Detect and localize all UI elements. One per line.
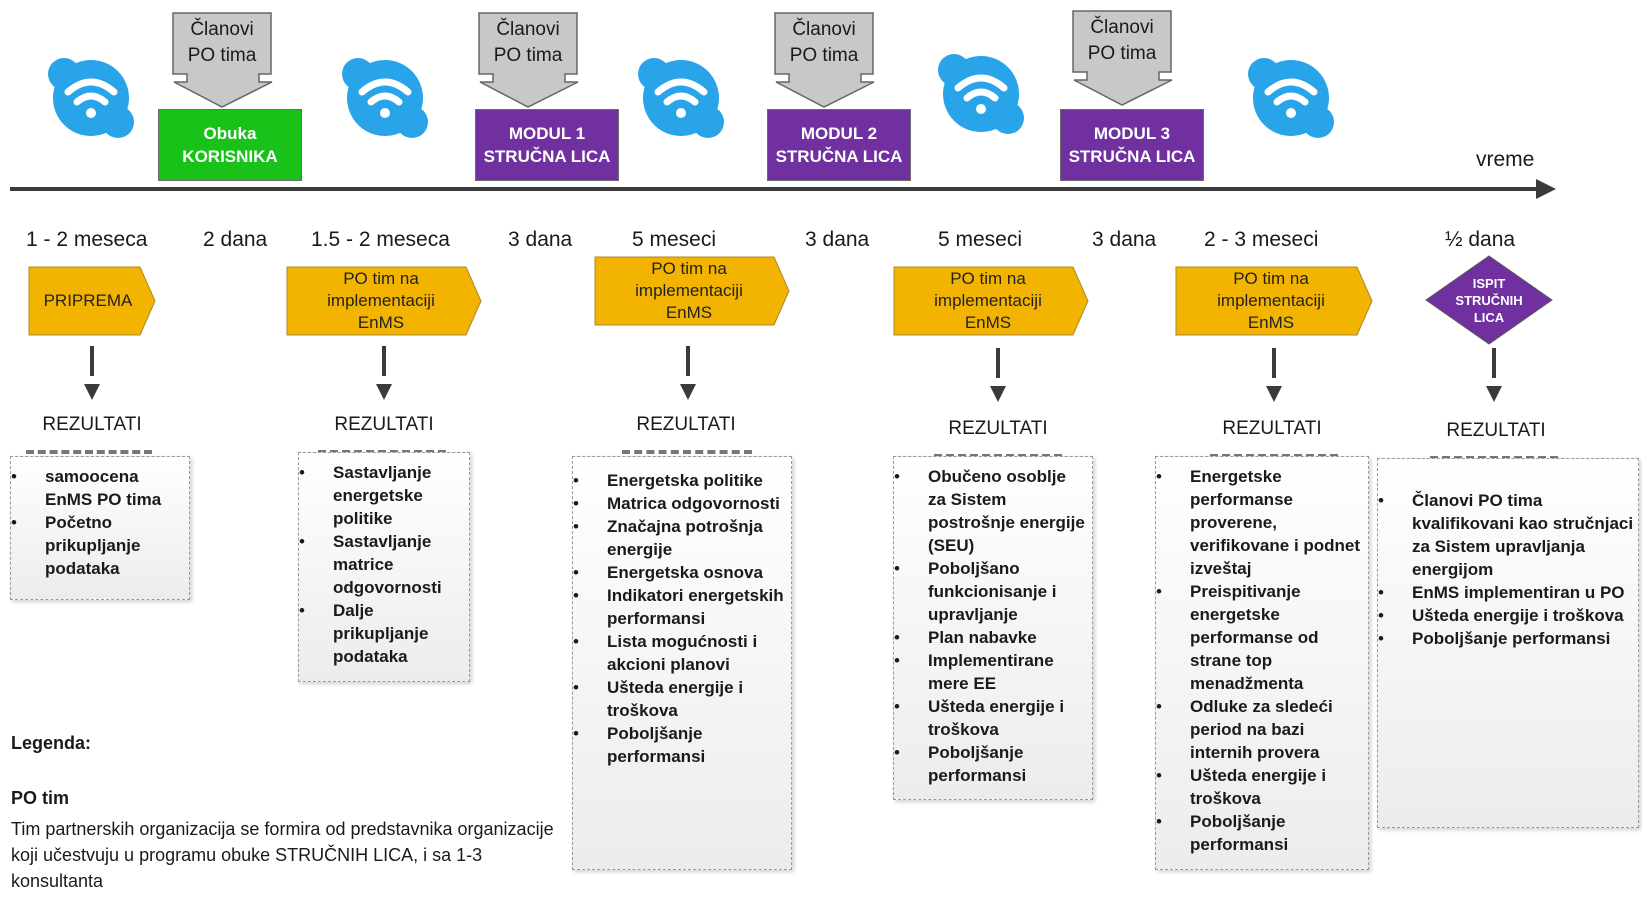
result-item: Sastavljanje matrice odgovornosti xyxy=(299,530,465,599)
training-modul-2: MODUL 2 STRUČNA LICA xyxy=(767,109,911,181)
results-divider xyxy=(26,450,152,454)
results-box-4: Obučeno osoblje za Sistem postrošnje ene… xyxy=(893,456,1093,800)
phase-label: PO tim na implementaciji EnMS xyxy=(1217,269,1325,332)
result-item: Plan nabavke xyxy=(894,626,1088,649)
down-arrow-icon xyxy=(680,346,696,400)
callout-line2: PO tima xyxy=(187,45,257,66)
duration-label: 2 dana xyxy=(203,228,268,251)
result-item: Matrica odgovornosti xyxy=(573,492,787,515)
down-arrow-icon xyxy=(376,346,392,400)
callout-po-tima-3: Članovi PO tima xyxy=(774,12,876,108)
callout-line1: Članovi xyxy=(1090,17,1154,38)
result-item: Energetske performanse proverene, verifi… xyxy=(1156,465,1364,580)
online-session-icon xyxy=(342,58,428,138)
phase-implementacija-2: PO tim na implementaciji EnMS xyxy=(594,256,790,326)
phase-label: PO tim na implementaciji EnMS xyxy=(327,269,435,332)
phase-implementacija-1: PO tim na implementaciji EnMS xyxy=(286,266,482,336)
time-axis xyxy=(10,187,1538,191)
training-modul-3: MODUL 3 STRUČNA LICA xyxy=(1060,109,1204,181)
duration-label: 3 dana xyxy=(508,228,573,251)
down-arrow-icon xyxy=(84,346,100,400)
result-item: Dalje prikupljanje podataka xyxy=(299,599,465,668)
result-item: Implementirane mere EE xyxy=(894,649,1088,695)
result-item: Ušteda energije i troškova xyxy=(1156,764,1364,810)
callout-line2: PO tima xyxy=(1087,43,1157,64)
online-session-icon xyxy=(938,54,1024,134)
results-heading: REZULTATI xyxy=(1446,420,1546,441)
legend-text: Tim partnerskih organizacija se formira … xyxy=(11,819,554,891)
phase-label: PO tim na implementaciji EnMS xyxy=(635,259,743,322)
result-item: EnMS implementiran u PO xyxy=(1378,581,1638,604)
online-session-icon xyxy=(1248,58,1334,138)
exam-diamond: ISPIT STRUČNIH LICA xyxy=(1424,254,1554,346)
results-divider xyxy=(622,450,752,454)
results-heading: REZULTATI xyxy=(42,414,142,435)
legend-subtitle: PO tim xyxy=(11,788,70,808)
result-item: Energetska politike xyxy=(573,469,787,492)
callout-line1: Članovi xyxy=(792,19,856,40)
result-item: Poboljšanje performansi xyxy=(573,722,787,768)
results-box-5: Energetske performanse proverene, verifi… xyxy=(1155,456,1369,870)
duration-label: 1.5 - 2 meseca xyxy=(311,228,450,251)
down-arrow-icon xyxy=(990,348,1006,402)
result-item: Lista mogućnosti i akcioni planovi xyxy=(573,630,787,676)
duration-label: ½ dana xyxy=(1445,228,1516,251)
time-axis-label: vreme xyxy=(1476,148,1535,171)
phase-label: PO tim na implementaciji EnMS xyxy=(934,269,1042,332)
result-item: Obučeno osoblje za Sistem postrošnje ene… xyxy=(894,465,1088,557)
online-session-icon xyxy=(638,58,724,138)
result-item: Poboljšanje performansi xyxy=(1378,627,1638,650)
result-item: Indikatori energetskih performansi xyxy=(573,584,787,630)
result-item: samoocena EnMS PO tima xyxy=(11,465,185,511)
callout-line2: PO tima xyxy=(789,45,859,66)
results-box-3: Energetska politikeMatrica odgovornostiZ… xyxy=(572,456,792,870)
result-item: Značajna potrošnja energije xyxy=(573,515,787,561)
duration-label: 2 - 3 meseci xyxy=(1204,228,1319,251)
duration-label: 3 dana xyxy=(1092,228,1157,251)
result-item: Početno prikupljanje podataka xyxy=(11,511,185,580)
duration-label: 5 meseci xyxy=(938,228,1023,251)
result-item: Članovi PO tima kvalifikovani kao stručn… xyxy=(1378,489,1638,581)
phase-priprema: PRIPREMA xyxy=(28,266,156,336)
online-session-icon xyxy=(48,58,134,138)
callout-line2: PO tima xyxy=(493,45,563,66)
result-item: Preispitivanje energetske performanse od… xyxy=(1156,580,1364,695)
result-item: Poboljšano funkcionisanje i upravljanje xyxy=(894,557,1088,626)
phase-label: PRIPREMA xyxy=(43,291,133,310)
training-modul-1: MODUL 1 STRUČNA LICA xyxy=(475,109,619,181)
callout-po-tima-1: Članovi PO tima xyxy=(172,12,274,108)
results-box-1: samoocena EnMS PO timaPočetno prikupljan… xyxy=(10,456,190,600)
down-arrow-icon xyxy=(1486,348,1502,402)
result-item: Energetska osnova xyxy=(573,561,787,584)
phase-implementacija-4: PO tim na implementaciji EnMS xyxy=(1175,266,1373,336)
callout-po-tima-2: Članovi PO tima xyxy=(478,12,580,108)
result-item: Sastavljanje energetske politike xyxy=(299,461,465,530)
phase-implementacija-3: PO tim na implementaciji EnMS xyxy=(893,266,1089,336)
result-item: Poboljšanje performansi xyxy=(1156,810,1364,856)
exam-label: ISPIT STRUČNIH LICA xyxy=(1455,275,1523,325)
duration-label: 3 dana xyxy=(805,228,870,251)
results-heading: REZULTATI xyxy=(1222,418,1322,439)
results-heading: REZULTATI xyxy=(334,414,434,435)
duration-label: 1 - 2 meseca xyxy=(26,228,148,251)
results-box-6: Članovi PO tima kvalifikovani kao stručn… xyxy=(1377,458,1639,828)
result-item: Ušteda energije i troškova xyxy=(573,676,787,722)
result-item: Ušteda energije i troškova xyxy=(894,695,1088,741)
results-box-2: Sastavljanje energetske politikeSastavlj… xyxy=(298,452,470,682)
time-axis-arrowhead xyxy=(1536,179,1556,199)
callout-line1: Članovi xyxy=(496,19,560,40)
legend-title: Legenda: xyxy=(11,733,92,753)
duration-label: 5 meseci xyxy=(632,228,717,251)
results-heading: REZULTATI xyxy=(636,414,736,435)
result-item: Ušteda energije i troškova xyxy=(1378,604,1638,627)
callout-line1: Članovi xyxy=(190,19,254,40)
result-item: Odluke za sledeći period na bazi interni… xyxy=(1156,695,1364,764)
callout-po-tima-4: Članovi PO tima xyxy=(1072,10,1174,106)
down-arrow-icon xyxy=(1266,348,1282,402)
results-heading: REZULTATI xyxy=(948,418,1048,439)
training-obuka-korisnika: Obuka KORISNIKA xyxy=(158,109,302,181)
result-item: Poboljšanje performansi xyxy=(894,741,1088,787)
